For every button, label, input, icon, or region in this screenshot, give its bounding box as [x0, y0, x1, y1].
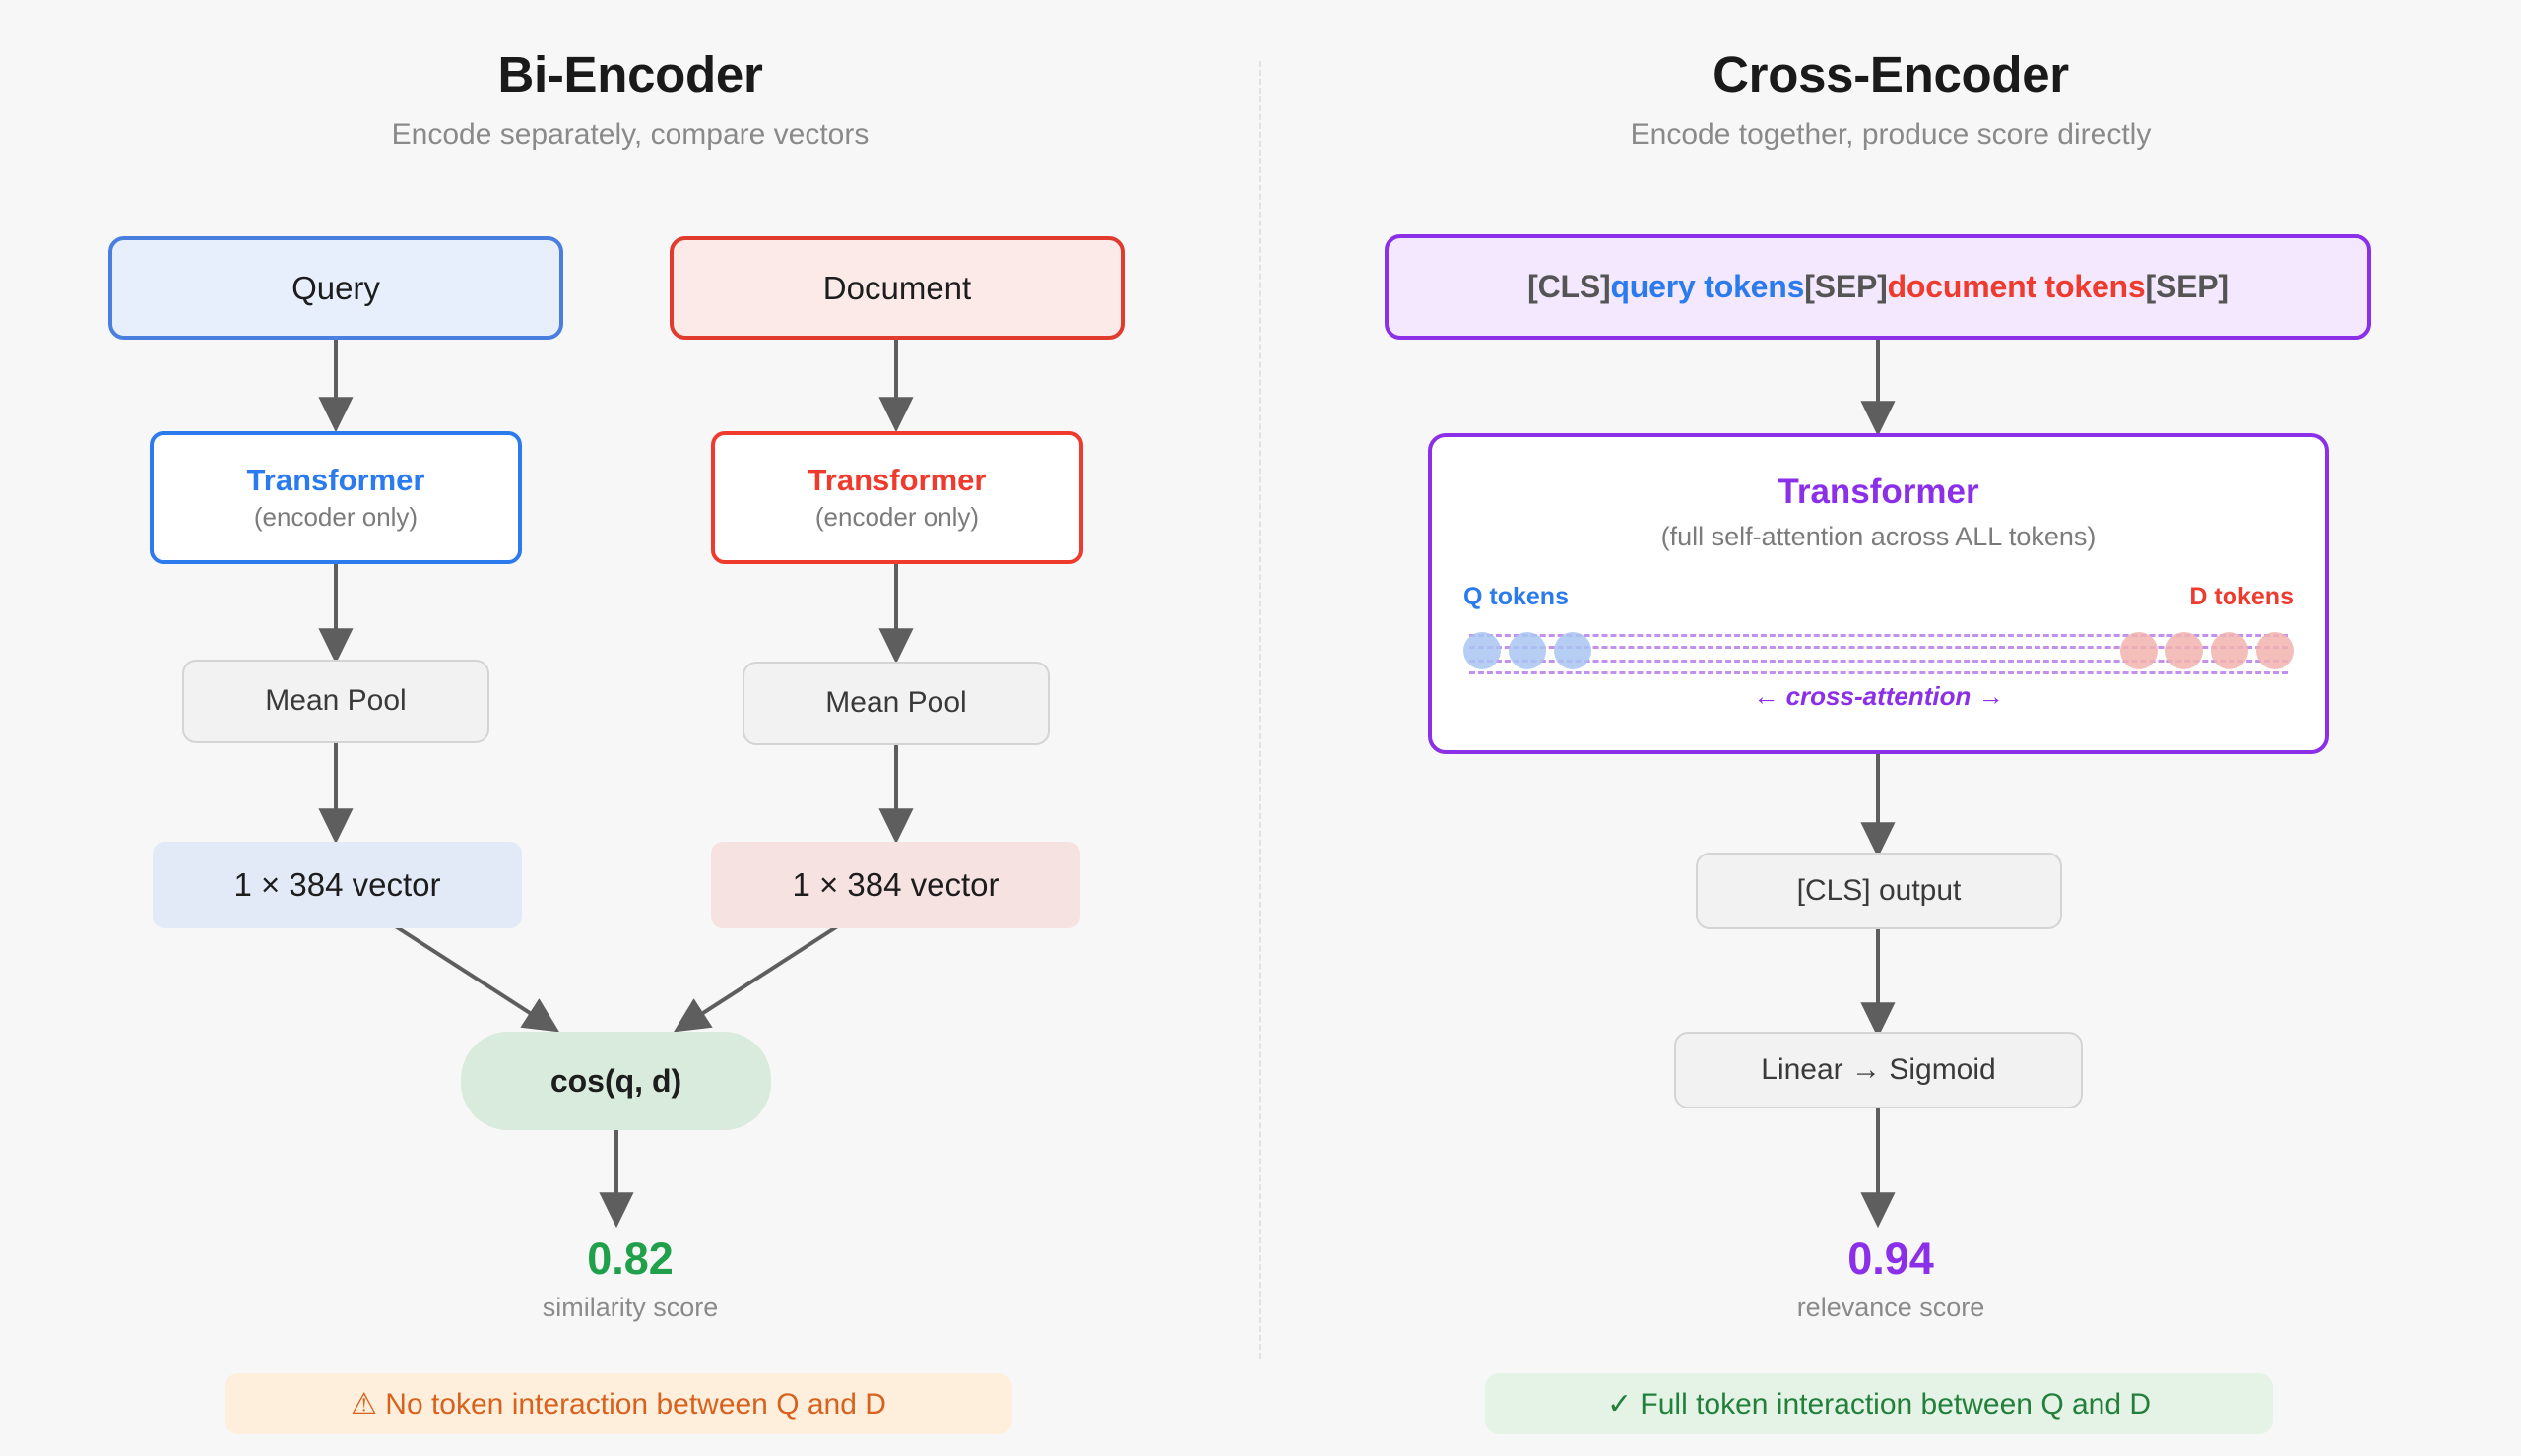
d-token-dot [2211, 632, 2248, 669]
query-input-box[interactable]: Query [108, 236, 563, 340]
bi-encoder-footer-text: ⚠ No token interaction between Q and D [351, 1387, 886, 1421]
cross-encoder-transformer-label: Transformer [1778, 473, 1979, 511]
cross-encoder-transformer-sublabel: (full self-attention across ALL tokens) [1660, 522, 2097, 552]
d-token-dot [2165, 632, 2203, 669]
cross-encoder-header: Cross-Encoder Encode together, produce s… [1260, 46, 2521, 152]
q-token-dot [1463, 632, 1501, 669]
panel-divider [1259, 61, 1261, 1359]
cls-output-box[interactable]: [CLS] output [1696, 853, 2062, 929]
cross-encoder-transformer-box[interactable]: Transformer (full self-attention across … [1428, 433, 2329, 754]
document-input-box[interactable]: Document [670, 236, 1125, 340]
bi-encoder-header: Bi-Encoder Encode separately, compare ve… [0, 46, 1260, 152]
linear-sigmoid-label: Linear → Sigmoid [1761, 1052, 1996, 1086]
query-mean-pool-label: Mean Pool [265, 684, 407, 718]
query-vector-box[interactable]: 1 × 384 vector [153, 842, 522, 928]
query-tokens: query tokens [1610, 269, 1805, 304]
cross-encoder-panel: Cross-Encoder Encode together, produce s… [1260, 0, 2521, 1456]
linear-sigmoid-box[interactable]: Linear → Sigmoid [1674, 1032, 2083, 1108]
query-input-label: Query [291, 269, 380, 306]
cross-encoder-footer-banner: ✓ Full token interaction between Q and D [1485, 1373, 2273, 1434]
document-vector-box[interactable]: 1 × 384 vector [711, 842, 1080, 928]
d-token-dot [2256, 632, 2294, 669]
query-mean-pool-box[interactable]: Mean Pool [182, 660, 489, 743]
similarity-score-value: 0.82 [587, 1234, 674, 1284]
sep-token-2: [SEP] [2145, 269, 2230, 304]
bi-encoder-footer-banner: ⚠ No token interaction between Q and D [225, 1373, 1012, 1434]
query-transformer-label: Transformer [246, 462, 425, 497]
query-transformer-sublabel: (encoder only) [253, 502, 419, 533]
relevance-score-value: 0.94 [1847, 1234, 1934, 1284]
attention-token-labels: Q tokens D tokens [1463, 583, 2294, 611]
cls-token: [CLS] [1527, 269, 1611, 304]
q-token-dot [1509, 632, 1546, 669]
document-mean-pool-label: Mean Pool [825, 686, 967, 720]
sep-token-1: [SEP] [1804, 269, 1888, 304]
document-vector-label: 1 × 384 vector [792, 866, 1000, 904]
attention-token-stage [1463, 624, 2294, 677]
relevance-score-block: 0.94 relevance score [1260, 1235, 2521, 1323]
query-vector-label: 1 × 384 vector [233, 866, 441, 904]
query-transformer-box[interactable]: Transformer (encoder only) [150, 431, 522, 564]
cross-encoder-subtitle: Encode together, produce score directly [1630, 118, 2152, 152]
cross-encoder-input-box[interactable]: [CLS]query tokens[SEP]document tokens[SE… [1385, 234, 2371, 340]
cross-encoder-footer-text: ✓ Full token interaction between Q and D [1606, 1387, 2152, 1421]
bi-encoder-panel: Bi-Encoder Encode separately, compare ve… [0, 0, 1260, 1456]
page-title-cross-encoder: Cross-Encoder [1713, 46, 2069, 102]
document-transformer-label: Transformer [808, 462, 987, 497]
q-tokens-label: Q tokens [1463, 583, 1569, 610]
d-tokens-label: D tokens [2189, 583, 2294, 610]
document-transformer-sublabel: (encoder only) [814, 502, 980, 533]
input-token-sequence: [CLS]query tokens[SEP]document tokens[SE… [1527, 269, 2229, 305]
cosine-similarity-label: cos(q, d) [549, 1062, 682, 1099]
document-input-label: Document [822, 269, 972, 306]
q-token-dot [1554, 632, 1591, 669]
page-title-bi-encoder: Bi-Encoder [497, 46, 763, 102]
document-transformer-box[interactable]: Transformer (encoder only) [711, 431, 1083, 564]
cosine-similarity-node[interactable]: cos(q, d) [461, 1032, 771, 1130]
cls-output-label: [CLS] output [1796, 873, 1962, 907]
relevance-score-caption: relevance score [1796, 1293, 1985, 1323]
document-mean-pool-box[interactable]: Mean Pool [743, 662, 1050, 745]
cross-attention-visual: Q tokens D tokens ← cross-atte [1432, 583, 2325, 740]
document-tokens: document tokens [1887, 269, 2146, 304]
bi-encoder-subtitle: Encode separately, compare vectors [391, 118, 870, 152]
similarity-score-block: 0.82 similarity score [0, 1235, 1260, 1323]
d-token-dot [2120, 632, 2158, 669]
cross-attention-caption: ← cross-attention → [1753, 681, 2004, 711]
similarity-score-caption: similarity score [542, 1293, 719, 1323]
